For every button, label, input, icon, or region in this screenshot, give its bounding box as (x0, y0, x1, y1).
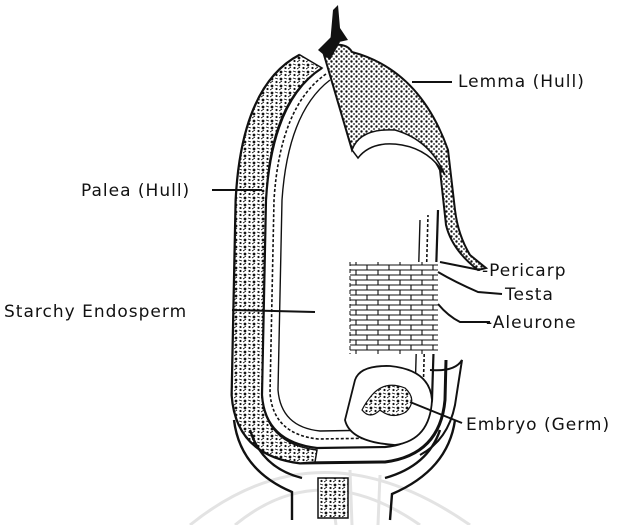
label-palea: Palea (Hull) (81, 181, 190, 201)
labels: Lemma (Hull) Palea (Hull) Starchy Endosp… (4, 72, 610, 435)
label-lemma: Lemma (Hull) (458, 72, 585, 92)
label-endosperm: Starchy Endosperm (4, 302, 187, 322)
label-embryo: Embryo (Germ) (466, 415, 610, 435)
label-aleurone: -Aleurone (486, 313, 577, 333)
label-testa: Testa (504, 285, 554, 305)
leader-aleurone (438, 304, 490, 322)
label-pericarp: -Pericarp (482, 261, 567, 281)
endosperm-cells (350, 262, 438, 354)
lemma-hull (318, 5, 486, 270)
